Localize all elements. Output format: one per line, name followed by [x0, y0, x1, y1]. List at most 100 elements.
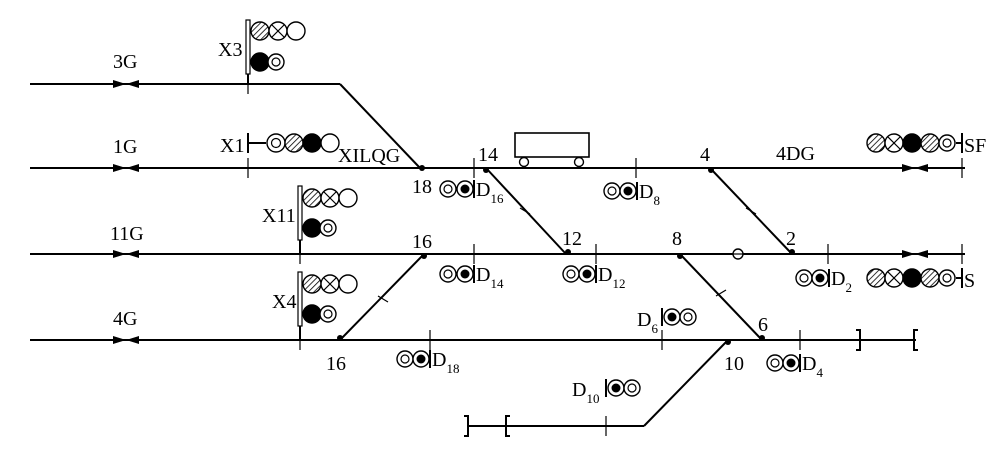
siding-10-diagonal — [643, 339, 729, 427]
lamp-cross-icon — [884, 133, 904, 153]
switch-label-2: 2 — [786, 228, 796, 250]
signal-s[interactable]: S — [866, 268, 975, 292]
shunt-lamp-white-icon — [795, 269, 813, 287]
lamp-yellow-icon — [866, 268, 886, 288]
lamp-double-icon — [267, 53, 285, 71]
switch-points — [337, 165, 795, 345]
signal-x4[interactable]: X4 — [272, 271, 358, 340]
lamp-white-icon — [320, 133, 340, 153]
buffer-stop — [464, 415, 469, 437]
signal-label-x4: X4 — [272, 291, 296, 313]
track-label-4dg: 4DG — [776, 143, 815, 165]
signal-x3[interactable]: X3 — [218, 19, 306, 84]
lamp-double-icon — [319, 219, 337, 237]
shunt-signal-d4[interactable]: D4 — [766, 353, 823, 380]
lamp-double-icon — [938, 269, 956, 287]
lamp-yellow-icon — [284, 133, 304, 153]
lamp-double-icon — [266, 133, 286, 153]
signal-base — [297, 271, 303, 327]
lamp-yellow-icon — [920, 268, 940, 288]
lamp-red-icon — [302, 218, 322, 238]
lamp-red-icon — [902, 133, 922, 153]
shunt-lamp-white-icon — [562, 265, 580, 283]
crossover-16-16 — [339, 253, 425, 341]
track-label-4g: 4G — [113, 308, 137, 330]
switch-label-16-lower: 16 — [326, 353, 346, 375]
shunt-label-d8: D8 — [639, 181, 660, 208]
switch-label-18: 18 — [412, 176, 432, 198]
shunt-signal-d2[interactable]: D2 — [795, 268, 852, 295]
lamp-yellow-icon — [302, 274, 322, 294]
switch-label-4: 4 — [700, 144, 710, 166]
shunt-label-d18: D18 — [432, 349, 459, 376]
shunt-lamp-white-icon — [439, 180, 457, 198]
diag-tick — [377, 295, 389, 303]
lamp-white-icon — [338, 274, 358, 294]
signal-base — [297, 185, 303, 241]
signal-label-x11: X11 — [262, 205, 296, 227]
shunt-signal-d14[interactable]: D14 — [439, 264, 504, 291]
switch-dot — [725, 339, 731, 345]
track-labels: 3G 1G 11G 4G 4DG XILQG — [110, 51, 815, 330]
shunt-signal-d18[interactable]: D18 — [396, 349, 459, 376]
lamp-yellow-icon — [866, 133, 886, 153]
shunt-lamp-white-icon — [679, 308, 697, 326]
shunt-label-d10: D10 — [572, 379, 599, 406]
lamp-cross-icon — [320, 188, 340, 208]
switch-dot — [483, 167, 489, 173]
lamp-red-icon — [302, 133, 322, 153]
shunt-label-d16: D16 — [476, 179, 504, 206]
signal-label-sf: SF — [964, 135, 986, 157]
shunt-lamp-blue-icon — [456, 180, 474, 198]
shunt-lamp-blue-icon — [619, 182, 637, 200]
lamp-red-icon — [302, 304, 322, 324]
signal-sf[interactable]: SF — [866, 133, 986, 157]
lamp-yellow-icon — [302, 188, 322, 208]
bowtie-arrow-3g — [113, 80, 139, 88]
lamp-yellow-icon — [250, 21, 270, 41]
signal-base — [245, 19, 251, 75]
switch-label-10: 10 — [724, 353, 744, 375]
switch-label-6: 6 — [758, 314, 768, 336]
bowtie-arrow-1g — [113, 164, 139, 172]
buffer-stop — [856, 329, 861, 351]
shunt-signal-d10[interactable]: D10 — [572, 379, 641, 406]
switch-dot — [789, 249, 795, 255]
switch-label-14: 14 — [478, 144, 498, 166]
buffer-stop — [505, 415, 510, 437]
shunt-lamp-blue-icon — [663, 308, 681, 326]
bowtie-arrow-sf — [902, 164, 928, 172]
shunt-signal-d16[interactable]: D16 — [439, 179, 504, 206]
shunt-signal-d6[interactable]: D6 — [637, 308, 697, 336]
shunt-signal-d12[interactable]: D12 — [562, 264, 625, 291]
bowtie-arrow-4g — [113, 336, 139, 344]
diag-tick — [519, 207, 531, 215]
shunt-label-d6: D6 — [637, 309, 658, 336]
switch-dot — [708, 167, 714, 173]
rail-car-icon[interactable] — [514, 132, 590, 168]
shunt-signal-d8[interactable]: D8 — [603, 181, 660, 208]
lamp-white-icon — [338, 188, 358, 208]
switch-dot — [759, 335, 765, 341]
lamp-white-icon — [286, 21, 306, 41]
shunt-lamp-white-icon — [623, 379, 641, 397]
shunt-lamp-blue-icon — [412, 350, 430, 368]
signal-label-s: S — [964, 270, 975, 292]
shunt-lamp-white-icon — [603, 182, 621, 200]
lamp-red-icon — [902, 268, 922, 288]
track-label-3g: 3G — [113, 51, 137, 73]
lamp-double-icon — [938, 134, 956, 152]
buffer-stop — [913, 329, 918, 351]
switch-dot — [419, 165, 425, 171]
track-label-11g: 11G — [110, 223, 144, 245]
shunt-label-d12: D12 — [598, 264, 625, 291]
switch-dot — [677, 253, 683, 259]
shunt-lamp-blue-icon — [607, 379, 625, 397]
track-lines — [30, 83, 965, 427]
signal-x11[interactable]: X11 — [262, 185, 358, 254]
switch-label-12: 12 — [562, 228, 582, 250]
signal-label-x1: X1 — [220, 135, 244, 157]
diag-tick — [715, 289, 727, 297]
signal-x1[interactable]: X1 — [220, 133, 340, 157]
